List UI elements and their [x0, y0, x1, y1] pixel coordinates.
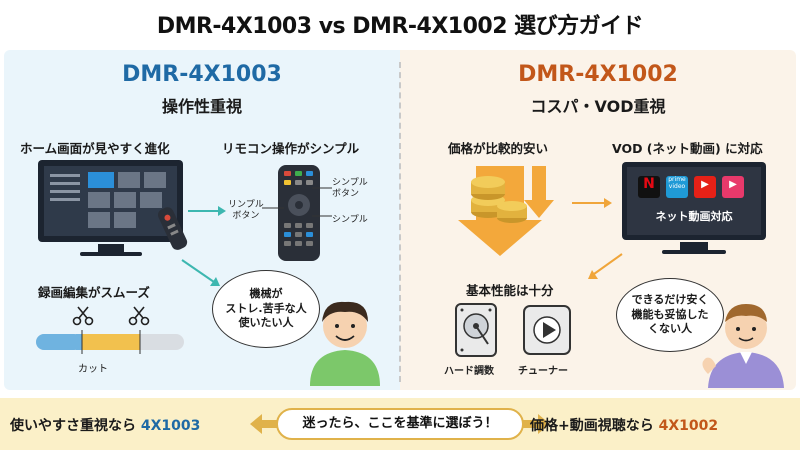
bottom-left-model: 4X1003: [140, 418, 201, 434]
right-tagline: コスパ・VOD重視: [530, 97, 666, 116]
bottom-left-text: 使いやすさ重視なら 4X1003: [10, 415, 200, 435]
coins-price-down-icon: [458, 166, 554, 256]
cut-label: カット: [78, 364, 108, 375]
remote-label-bottom: シンプル: [332, 215, 368, 225]
bottom-left-prefix: 使いやすさ重視なら: [10, 418, 136, 434]
arrow-to-vod-icon: [572, 198, 612, 208]
hdd-label: ハード調数: [444, 366, 494, 377]
prime-video-icon: prime video: [668, 176, 686, 190]
feature-basic-performance: 基本性能は十分: [466, 283, 554, 298]
double-arrow-icon: [250, 414, 550, 434]
speech-bubble-left: 機械が ストレ.苦手な人 使いたい人: [212, 270, 320, 348]
left-model-title: DMR-4X1003: [122, 62, 282, 87]
center-divider: [399, 62, 401, 382]
right-model-title: DMR-4X1002: [518, 62, 678, 87]
tv-vod-icon: [622, 162, 766, 254]
tv-caption: ネット動画対応: [655, 210, 733, 223]
video-app-icon: ▶: [729, 179, 737, 190]
scissors-icon: [72, 306, 94, 326]
feature-home-screen: ホーム画面が見やすく進化: [20, 141, 170, 156]
arrow-to-remote-icon: [188, 206, 226, 216]
hard-disk-icon: [455, 303, 497, 357]
feature-remote: リモコン操作がシンプル: [222, 141, 360, 156]
bottom-right-text: 価格+動画視聴なら 4X1002: [530, 415, 718, 435]
remote-label-left: リンプル ボタン: [228, 200, 264, 222]
left-tagline: 操作性重視: [161, 97, 242, 116]
arrow-to-basic-icon: [588, 253, 623, 279]
remote-label-top: シンプル ボタン: [332, 178, 368, 200]
remote-control-icon: [278, 165, 320, 261]
scissors-icon: [128, 306, 150, 326]
tv-home-screen-icon: [38, 160, 188, 256]
tuner-icon: [523, 305, 571, 355]
center-guidance-pill: 迷ったら、ここを基準に選ぼう！: [276, 408, 524, 440]
person-right-icon: [702, 304, 784, 388]
netflix-icon: N: [643, 176, 655, 192]
page-title: DMR-4X1003 vs DMR-4X1002 選び方ガイド: [156, 14, 644, 39]
edit-timeline-bar: [36, 330, 184, 354]
speech-bubble-right: できるだけ安く 機能も妥協した くない人: [616, 278, 724, 352]
person-left-icon: [310, 301, 380, 386]
bottom-right-prefix: 価格+動画視聴なら: [530, 418, 654, 434]
youtube-icon: ▶: [701, 179, 709, 190]
feature-price: 価格が比較的安い: [448, 141, 549, 156]
feature-vod: VOD (ネット動画) に対応: [612, 141, 763, 156]
arrow-to-bubble-icon: [181, 259, 220, 286]
remote-callout-lines: [262, 187, 332, 217]
tuner-label: チューナー: [518, 366, 568, 377]
bottom-right-model: 4X1002: [658, 418, 719, 434]
feature-recording-edit: 録画編集がスムーズ: [38, 285, 150, 300]
